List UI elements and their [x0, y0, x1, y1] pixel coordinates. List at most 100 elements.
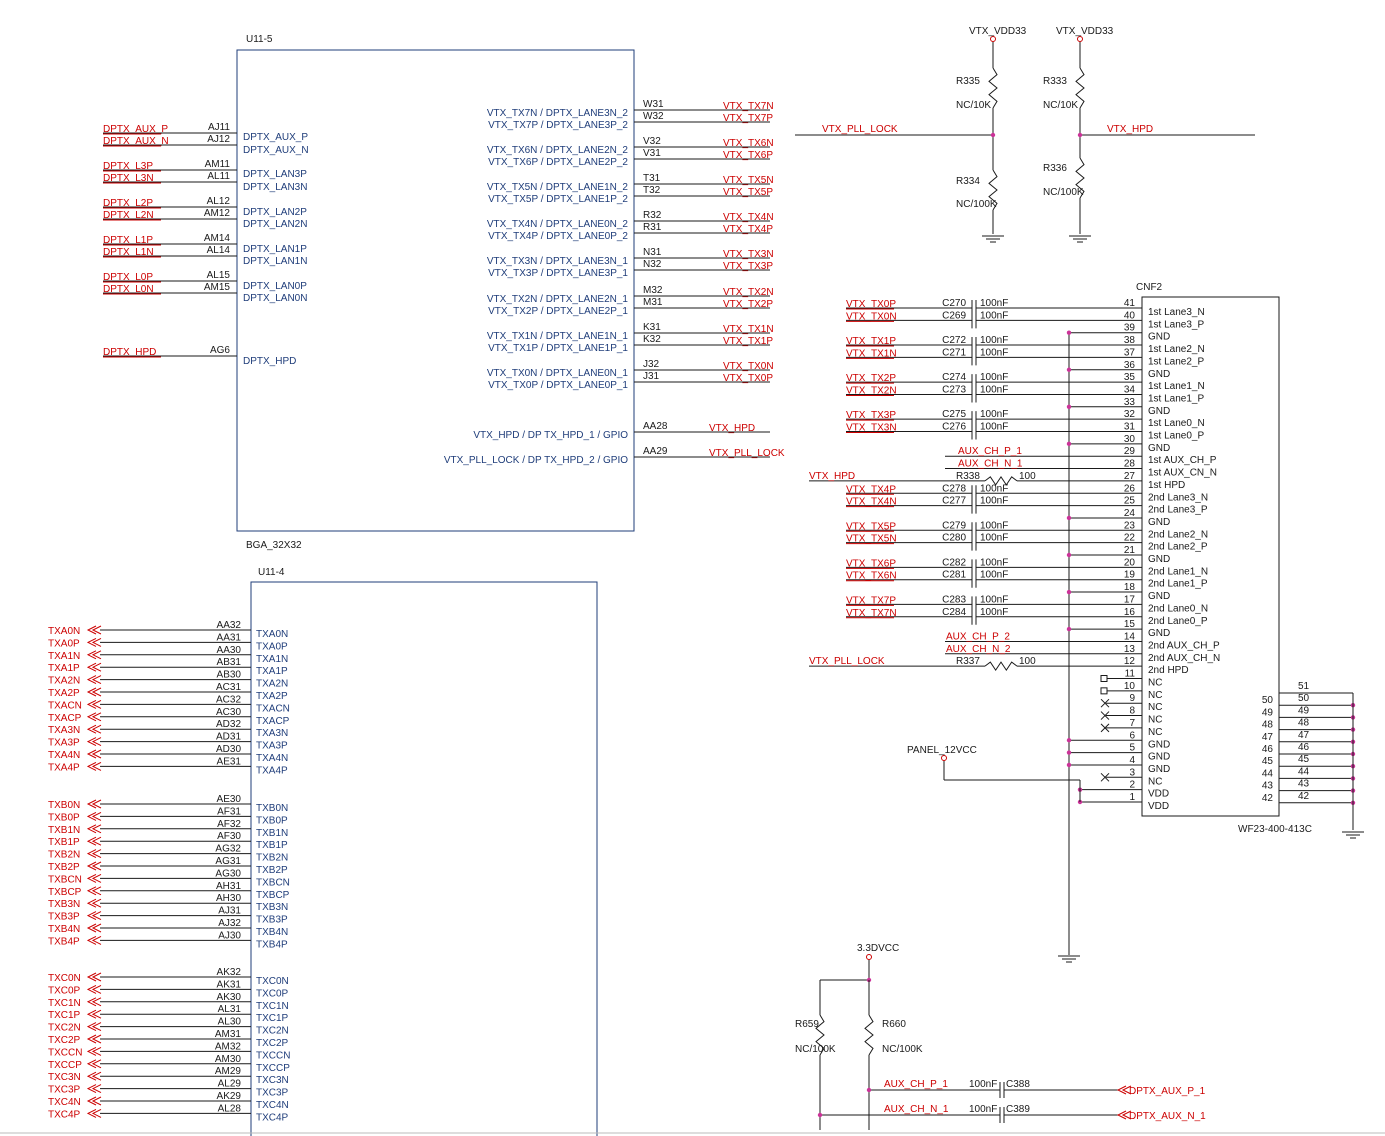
cnf2-pin-number: 39 [1124, 323, 1136, 334]
u11-5-right-net-label: VTX_PLL_LOCK [709, 448, 785, 459]
u11-5-right-pin-label: VTX_TX6N / DPTX_LANE2N_2 [487, 145, 629, 156]
u11-4-port-arrow [91, 886, 102, 896]
u11-4-net-label: TXC0N [48, 973, 81, 984]
vdd33-label-left: VTX_VDD33 [969, 26, 1027, 37]
cnf2-cap-ref: C275 [942, 409, 966, 420]
u11-5-left-net-label: DPTX_AUX_P [103, 124, 168, 135]
junction-dot [990, 132, 996, 138]
u11-4-port-arrow [91, 737, 102, 747]
u11-4-pin-number: AC31 [216, 682, 241, 693]
u11-4-ref: U11-4 [258, 567, 285, 578]
u11-4-port-arrow [91, 1034, 102, 1044]
cnf2-pin-number: 34 [1124, 384, 1136, 395]
u11-4-pin-number: AK31 [217, 979, 242, 990]
cnf2-net-label: VTX_TX6N [846, 571, 897, 582]
u11-4-pin-label: TXB4P [256, 939, 288, 950]
u11-4-pin-label: TXA4P [256, 765, 288, 776]
u11-5-right-pin-number: M32 [643, 285, 663, 296]
cnf2-pin-name: VDD [1148, 801, 1169, 812]
u11-4-pin-number: AF32 [217, 819, 241, 830]
u11-5-right-pin-label: VTX_TX4N / DPTX_LANE0N_2 [487, 219, 629, 230]
cnf2-right-pin-inner: 45 [1262, 756, 1274, 767]
u11-5-right-pin-label: VTX_TX6P / DPTX_LANE2P_2 [488, 157, 628, 168]
junction-dot [1066, 589, 1072, 595]
u11-4-pin-label: TXA1P [256, 666, 288, 677]
u11-4-net-label: TXB4N [48, 924, 80, 935]
aux-port-label: DPTX_AUX_N_1 [1129, 1111, 1206, 1122]
u11-4-net-label: TXC1P [48, 1010, 81, 1021]
panel-12v-port [941, 755, 947, 761]
vdd33-label-right: VTX_VDD33 [1056, 26, 1114, 37]
cnf2-pin-name: 1st Lane2_P [1148, 356, 1204, 367]
u11-4-pin-number: AG31 [215, 856, 241, 867]
cnf2-pin-number: 6 [1129, 730, 1135, 741]
u11-4-pin-number: AK30 [217, 992, 242, 1003]
dvcc-port [866, 954, 872, 960]
u11-4-pin-label: TXC0N [256, 976, 289, 987]
cnf2-aux-label: AUX_CH_P_1 [958, 446, 1022, 457]
u11-4-pin-label: TXA1N [256, 654, 288, 665]
u11-4-port-arrow [91, 997, 102, 1007]
u11-4-net-label: TXCCN [48, 1047, 82, 1058]
no-connect-marker [1100, 687, 1108, 695]
u11-5-right-net-label: VTX_TX3P [723, 261, 773, 272]
r659-ref: R659 [795, 1019, 819, 1030]
u11-4-pin-number: AL28 [218, 1103, 242, 1114]
u11-4-net-label: TXCCP [48, 1060, 82, 1071]
u11-4-pin-number: AD32 [216, 719, 241, 730]
cnf2-pin-name: NC [1148, 727, 1162, 738]
u11-4-port-arrow [91, 1108, 102, 1118]
cnf2-pin-name: GND [1148, 739, 1170, 750]
cnf2-right-pin-inner: 43 [1262, 781, 1274, 792]
u11-4-net-label: TXACP [48, 713, 82, 724]
cnf2-cap-ref: C284 [942, 607, 966, 618]
cnf2-right-pin-outer: 50 [1298, 693, 1310, 704]
u11-4-pin-number: AE30 [217, 794, 242, 805]
cnf2-net-label: VTX_TX1P [846, 336, 896, 347]
pll-lock-net-label: VTX_PLL_LOCK [822, 124, 898, 135]
u11-5-left-pin-number: AL11 [207, 171, 230, 182]
u11-4-port-arrow [86, 1071, 97, 1081]
r660-value: NC/100K [882, 1044, 923, 1055]
cnf2-cap-value: 100nF [980, 496, 1008, 507]
u11-4-net-label: TXB0N [48, 800, 80, 811]
u11-4-port-arrow [86, 849, 97, 859]
cnf2-cap-ref: C278 [942, 483, 966, 494]
u11-4-pin-number: AM29 [215, 1066, 242, 1077]
u11-4-port-arrow [86, 699, 97, 709]
u11-4-port-arrow [91, 836, 102, 846]
cnf2-net-label: VTX_TX4N [846, 497, 897, 508]
cnf2-body [1141, 296, 1280, 817]
r333-ref: R333 [1043, 76, 1067, 87]
u11-4-pin-number: AM30 [215, 1054, 242, 1065]
u11-4-pin-label: TXC3P [256, 1088, 289, 1099]
u11-4-port-arrow [86, 898, 97, 908]
cnf2-net-label: VTX_TX0N [846, 311, 897, 322]
cnf2-pin-name: GND [1148, 628, 1170, 639]
u11-4-pin-label: TXA0N [256, 629, 288, 640]
cnf2-pin-name: GND [1148, 332, 1170, 343]
u11-5-right-pin-number: T31 [643, 173, 661, 184]
u11-5-ref: U11-5 [246, 34, 273, 45]
u11-4-net-label: TXB2P [48, 862, 80, 873]
u11-4-pin-label: TXC2P [256, 1038, 289, 1049]
cnf2-ref: CNF2 [1136, 282, 1163, 293]
u11-4-pin-number: AB31 [217, 657, 242, 668]
u11-4-port-arrow [91, 873, 102, 883]
cnf2-cap-ref: C279 [942, 520, 966, 531]
junction-dot [1066, 738, 1072, 743]
cnf2-cap-ref: C282 [942, 557, 966, 568]
cnf2-hpd-net: VTX_PLL_LOCK [809, 656, 885, 667]
u11-5-right-net-label: VTX_TX2N [723, 287, 774, 298]
cnf2-cap-value: 100nF [980, 409, 1008, 420]
panel-12v-label: PANEL_12VCC [907, 745, 977, 756]
cnf2-right-pin-outer: 47 [1298, 730, 1310, 741]
cnf2-pin-number: 20 [1124, 557, 1136, 568]
cnf2-res-value: 100 [1019, 471, 1036, 482]
cnf2-pin-name: GND [1148, 752, 1170, 763]
cnf2-net-label: VTX_TX0P [846, 299, 896, 310]
u11-4-port-arrow [86, 1096, 97, 1106]
cnf2-pin-name: GND [1148, 591, 1170, 602]
u11-4-net-label: TXB4P [48, 936, 80, 947]
